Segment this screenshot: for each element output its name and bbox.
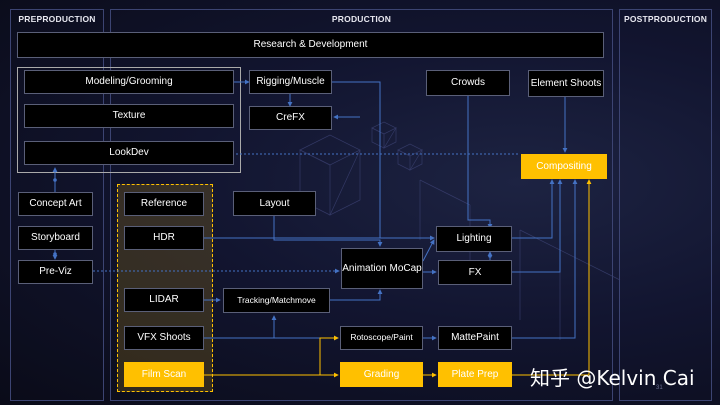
rigging-muscle-node: Rigging/Muscle [249,70,332,94]
tracking-matchmove-node: Tracking/Matchmove [223,288,330,313]
fx-node: FX [438,260,512,285]
crefx-node: CreFX [249,106,332,130]
lidar-node: LIDAR [124,288,204,312]
reference-node: Reference [124,192,204,216]
mattepaint-node: MattePaint [438,326,512,350]
concept-art-node: Concept Art [18,192,93,216]
phase-production: PRODUCTION [110,9,613,401]
texture-node: Texture [24,104,234,128]
phase-title-preproduction: PREPRODUCTION [18,14,96,24]
lighting-node: Lighting [436,226,512,252]
animation-mocap-node: Animation MoCap [341,248,423,289]
plate-prep-node: Plate Prep [438,362,512,387]
element-shoots-node: Element Shoots [528,70,604,97]
phase-preproduction: PREPRODUCTION [10,9,104,401]
rotoscope-paint-node: Rotoscope/Paint [340,326,423,350]
lookdev-node: LookDev [24,141,234,165]
film-scan-node: Film Scan [124,362,204,387]
layout-node: Layout [233,191,316,216]
crowds-node: Crowds [426,70,510,96]
phase-postproduction: POSTPRODUCTION [619,9,712,401]
compositing-node: Compositing [521,154,607,179]
grading-node: Grading [340,362,423,387]
hdr-node: HDR [124,226,204,250]
phase-title-postproduction: POSTPRODUCTION [623,14,708,24]
phase-title-production: PRODUCTION [331,14,392,24]
preproduction-asset-group [17,67,241,173]
research-development-node: Research & Development [17,32,604,58]
modeling-grooming-node: Modeling/Grooming [24,70,234,94]
vfx-shoots-node: VFX Shoots [124,326,204,350]
previz-node: Pre-Viz [18,260,93,284]
storyboard-node: Storyboard [18,226,93,250]
page-number: 31 [656,385,663,391]
watermark: 知乎 @Kelvin Cai [530,366,695,390]
